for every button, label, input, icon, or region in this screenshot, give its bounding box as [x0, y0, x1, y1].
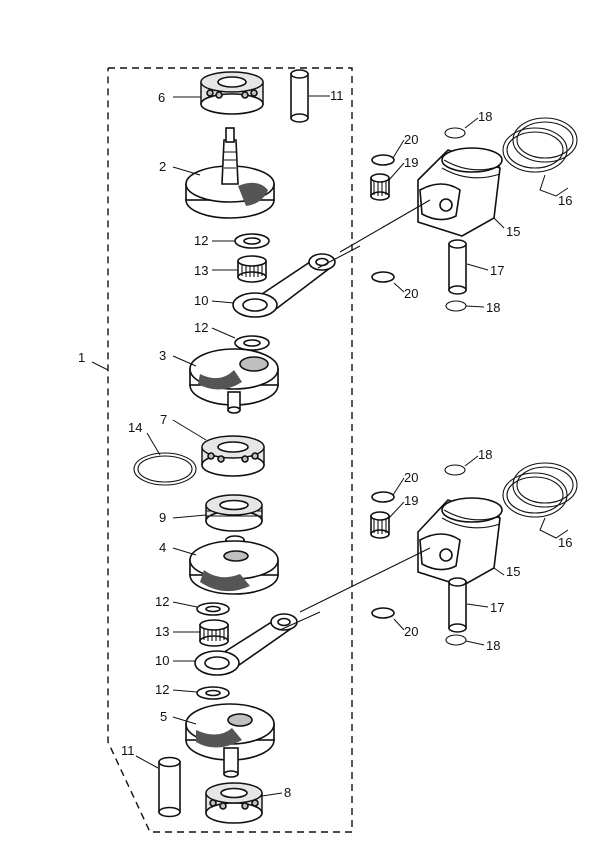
- washer-20-a: [371, 154, 395, 166]
- callout-13-a: 13: [194, 263, 208, 278]
- callout-15-a: 15: [506, 224, 520, 239]
- crankshaft-lower-middle-web: [189, 535, 279, 595]
- labyrinth-seal: [205, 494, 263, 532]
- connecting-rod-upper: [232, 253, 336, 318]
- bearing-upper: [200, 71, 264, 115]
- callout-3: 3: [159, 348, 166, 363]
- callout-15-b: 15: [506, 564, 520, 579]
- connecting-rod-lower: [194, 613, 298, 676]
- dowel-pin-upper: [290, 69, 309, 123]
- snap-ring-large: [133, 452, 197, 486]
- callout-20-c: 20: [404, 470, 418, 485]
- circlip-18-d: [445, 634, 467, 646]
- callout-10-a: 10: [194, 293, 208, 308]
- callout-17-a: 17: [490, 263, 504, 278]
- callout-19-b: 19: [404, 493, 418, 508]
- crankshaft-assembly-boundary: [107, 67, 353, 833]
- callout-5: 5: [160, 709, 167, 724]
- circlip-18-b: [445, 300, 467, 312]
- callout-16-a: 16: [558, 193, 572, 208]
- circlip-18-c: [444, 464, 466, 476]
- callout-6: 6: [158, 90, 165, 105]
- callout-labels: 1 6 11 2 12 13 10 12 3 7 14 9 4 12 13 10…: [78, 88, 572, 800]
- callout-18-b: 18: [486, 300, 500, 315]
- callout-8: 8: [284, 785, 291, 800]
- needle-bearing-small-upper: [370, 173, 390, 201]
- callout-13-b: 13: [155, 624, 169, 639]
- callout-10-b: 10: [155, 653, 169, 668]
- callout-12-d: 12: [155, 682, 169, 697]
- callout-14: 14: [128, 420, 142, 435]
- needle-bearing-small-lower: [370, 511, 390, 539]
- bearing-center: [201, 435, 265, 477]
- callout-12-a: 12: [194, 233, 208, 248]
- washer-20-c: [371, 491, 395, 503]
- piston-lower: [417, 497, 503, 587]
- piston-upper: [417, 147, 503, 237]
- callout-12-b: 12: [194, 320, 208, 335]
- callout-18-c: 18: [478, 447, 492, 462]
- callout-18-d: 18: [486, 638, 500, 653]
- crankshaft-lower-web: [185, 703, 275, 778]
- crankshaft-upper-web: [185, 127, 275, 219]
- callout-4: 4: [159, 540, 166, 555]
- callout-9: 9: [159, 510, 166, 525]
- callout-1: 1: [78, 350, 85, 365]
- washer-20-d: [371, 607, 395, 619]
- callout-2: 2: [159, 159, 166, 174]
- callout-17-b: 17: [490, 600, 504, 615]
- callout-11-lower: 11: [121, 743, 135, 758]
- callout-19-a: 19: [404, 155, 418, 170]
- dowel-pin-lower: [158, 756, 181, 818]
- callout-12-c: 12: [155, 594, 169, 609]
- needle-bearing-lower: [199, 619, 229, 647]
- callout-7: 7: [160, 412, 167, 427]
- piston-pin-lower: [448, 577, 467, 633]
- piston-rings-lower: [502, 462, 578, 518]
- callout-20-a: 20: [404, 132, 418, 147]
- leader-lines: [91, 95, 569, 797]
- callout-16-b: 16: [558, 535, 572, 550]
- needle-bearing-upper: [237, 255, 267, 283]
- piston-pin-upper: [448, 239, 467, 295]
- washer-20-b: [371, 271, 395, 283]
- piston-rings-upper: [502, 117, 578, 173]
- callout-11-upper: 11: [330, 88, 344, 103]
- callout-20-b: 20: [404, 286, 418, 301]
- crankshaft-middle-web: [189, 348, 279, 414]
- callout-20-d: 20: [404, 624, 418, 639]
- circlip-18-a: [444, 127, 466, 139]
- bearing-lower: [205, 782, 263, 824]
- callout-18-a: 18: [478, 109, 492, 124]
